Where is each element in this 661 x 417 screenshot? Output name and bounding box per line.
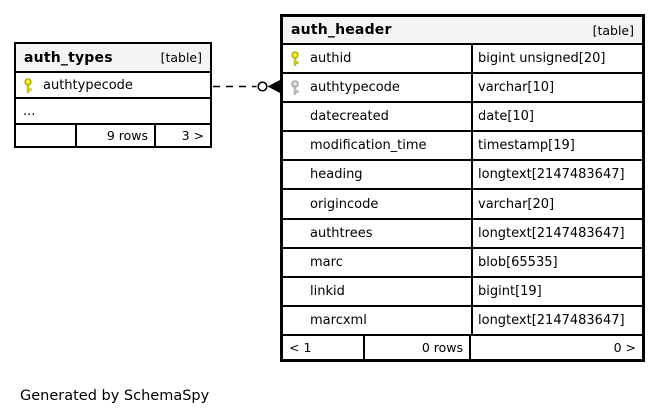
key-slot <box>290 51 310 66</box>
primary-key-icon <box>24 77 32 93</box>
column-name-cell: linkid <box>283 278 471 305</box>
table-footer: < 1 0 rows 0 > <box>283 333 642 359</box>
children-count: 3 > <box>181 128 204 143</box>
column-name-cell: marcxml <box>283 307 471 334</box>
table-node-auth-types[interactable]: auth_types [table] authtypecode ... 9 ro… <box>14 42 212 148</box>
column-name-cell: authtrees <box>283 220 471 247</box>
table-name: auth_header <box>291 22 392 38</box>
column-name: marcxml <box>310 312 367 328</box>
column-name: marc <box>310 254 343 270</box>
column-name: origincode <box>310 196 379 212</box>
column-row-heading: heading longtext[2147483647] <box>283 159 642 189</box>
column-row-datecreated: datecreated date[10] <box>283 101 642 131</box>
column-name-cell: authtypecode <box>283 74 471 101</box>
column-type: longtext[2147483647] <box>471 161 642 189</box>
table-node-auth-header[interactable]: auth_header [table] authid bigint unsign… <box>280 14 645 362</box>
column-name: authtrees <box>310 225 373 241</box>
relationship-circle-end <box>257 81 268 92</box>
column-row-authid: authid bigint unsigned[20] <box>283 43 642 73</box>
table-tag: [table] <box>592 22 634 38</box>
generated-by-credit: Generated by SchemaSpy <box>20 388 210 404</box>
column-name: authid <box>310 51 352 67</box>
column-name: heading <box>310 167 363 183</box>
column-row-authtrees: authtrees longtext[2147483647] <box>283 217 642 247</box>
column-type: date[10] <box>471 103 642 131</box>
column-name-cell: marc <box>283 249 471 276</box>
column-name-cell: modification_time <box>283 132 471 159</box>
table-footer: 9 rows 3 > <box>16 123 210 146</box>
column-name-cell: authtypecode <box>16 73 210 97</box>
column-name: modification_time <box>310 138 427 154</box>
column-type: bigint[19] <box>471 277 642 305</box>
column-name: linkid <box>310 283 345 299</box>
column-type: blob[65535] <box>471 248 642 276</box>
column-row-modification-time: modification_time timestamp[19] <box>283 130 642 160</box>
column-name: authtypecode <box>310 80 400 96</box>
table-header[interactable]: auth_header [table] <box>283 17 642 43</box>
column-name-cell: datecreated <box>283 103 471 130</box>
column-type: varchar[20] <box>471 190 642 218</box>
column-name: datecreated <box>310 109 389 125</box>
relationship-arrowhead <box>267 80 280 93</box>
column-name-cell: authid <box>283 45 471 72</box>
column-name: authtypecode <box>43 77 133 93</box>
column-row-authtypecode: authtypecode <box>16 71 210 97</box>
column-row-origincode: origincode varchar[20] <box>283 188 642 218</box>
column-type: bigint unsigned[20] <box>471 45 642 73</box>
column-name-cell: heading <box>283 161 471 188</box>
row-count: 0 rows <box>365 335 471 359</box>
foreign-key-icon <box>291 80 299 95</box>
column-type: longtext[2147483647] <box>471 219 642 247</box>
column-row-authtypecode: authtypecode varchar[10] <box>283 72 642 102</box>
table-tag: [table] <box>160 50 202 65</box>
parents-count: < 1 <box>283 335 365 359</box>
children-count: 0 > <box>613 339 636 355</box>
column-row-marcxml: marcxml longtext[2147483647] <box>283 304 642 334</box>
table-header[interactable]: auth_types [table] <box>16 44 210 71</box>
key-slot <box>23 77 43 93</box>
column-row-linkid: linkid bigint[19] <box>283 275 642 305</box>
table-name: auth_types <box>24 49 113 66</box>
primary-key-icon <box>291 51 299 66</box>
column-type: varchar[10] <box>471 74 642 102</box>
column-row-marc: marc blob[65535] <box>283 246 642 276</box>
column-type: timestamp[19] <box>471 132 642 160</box>
row-count: 9 rows <box>77 125 156 146</box>
column-type: longtext[2147483647] <box>471 306 642 334</box>
key-slot <box>290 80 310 95</box>
footer-blank-cell <box>16 125 77 146</box>
hidden-columns-ellipsis: ... <box>16 97 210 123</box>
column-name-cell: origincode <box>283 190 471 217</box>
